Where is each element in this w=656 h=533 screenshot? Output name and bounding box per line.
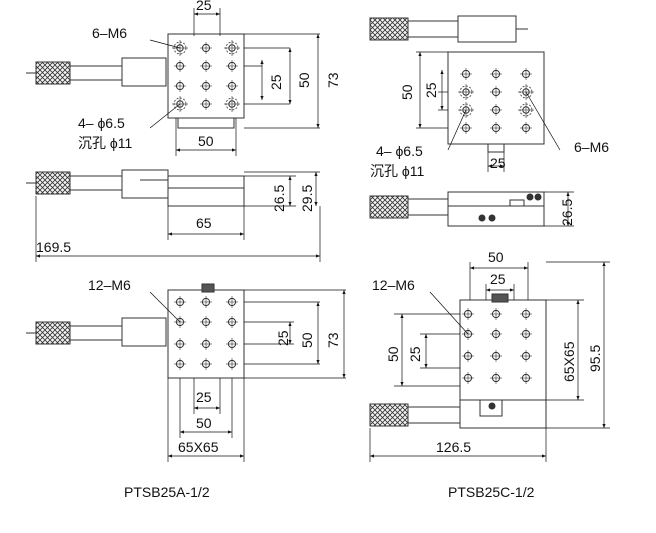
a-callout-threads: 6–M6 bbox=[92, 25, 127, 41]
a-lower-callout-threads: 12–M6 bbox=[88, 277, 131, 293]
model-label-c: PTSB25C-1/2 bbox=[448, 484, 535, 500]
c-lower-dim-left-50: 50 bbox=[385, 346, 401, 362]
drawing-a-top-view bbox=[26, 8, 320, 156]
c-callout-holes: 4– ϕ6.5 bbox=[376, 143, 423, 159]
drawing-c-lower-view bbox=[369, 261, 610, 462]
micrometer-knurl bbox=[35, 61, 71, 85]
c-lower-dim-95-5: 95.5 bbox=[587, 345, 603, 372]
c-callout-threads: 6–M6 bbox=[574, 139, 609, 155]
a-lower-dim-bottom-65x65: 65X65 bbox=[178, 439, 219, 455]
c-lower-dim-left-25: 25 bbox=[407, 346, 423, 362]
a-side-dim-29-5: 29.5 bbox=[299, 185, 315, 212]
a-dim-bottom-50: 50 bbox=[198, 133, 214, 149]
a-side-dim-169-5: 169.5 bbox=[36, 239, 71, 255]
drawing-c-side-view bbox=[369, 191, 574, 227]
a-dim-mid-height: 50 bbox=[296, 72, 312, 88]
a-dim-inner-height: 25 bbox=[268, 74, 284, 90]
c-top-dim-50: 50 bbox=[399, 84, 415, 100]
c-lower-dim-top-50: 50 bbox=[488, 249, 504, 265]
c-top-dim-25: 25 bbox=[423, 82, 439, 98]
a-dim-outer-height: 73 bbox=[325, 72, 341, 88]
a-lower-dim-73: 73 bbox=[325, 332, 341, 348]
c-lower-callout-threads: 12–M6 bbox=[372, 277, 415, 293]
a-callout-holes: 4– ϕ6.5 bbox=[78, 115, 125, 131]
a-callout-counterbore: 沉孔 ϕ11 bbox=[78, 135, 132, 151]
drawing-a-side-view bbox=[26, 169, 321, 262]
a-lower-dim-bottom-50: 50 bbox=[196, 415, 212, 431]
c-lower-dim-top-25: 25 bbox=[490, 271, 506, 287]
c-callout-counterbore: 沉孔 ϕ11 bbox=[370, 163, 424, 179]
a-side-dim-65: 65 bbox=[196, 215, 212, 231]
drawing-a-lower-view bbox=[26, 283, 346, 462]
drawing-c-top-view bbox=[369, 15, 561, 172]
a-side-dim-26-5: 26.5 bbox=[271, 185, 287, 212]
c-lower-dim-65x65: 65X65 bbox=[561, 341, 577, 382]
c-side-dim-26-5: 26.5 bbox=[559, 199, 575, 226]
a-lower-dim-bottom-25: 25 bbox=[196, 389, 212, 405]
a-lower-dim-25: 25 bbox=[275, 330, 291, 346]
a-top-dim-25: 25 bbox=[196, 0, 212, 13]
c-top-dim-bottom-25: 25 bbox=[490, 155, 506, 171]
model-label-a: PTSB25A-1/2 bbox=[124, 484, 210, 500]
a-lower-dim-50: 50 bbox=[299, 332, 315, 348]
c-lower-dim-126-5: 126.5 bbox=[436, 439, 471, 455]
